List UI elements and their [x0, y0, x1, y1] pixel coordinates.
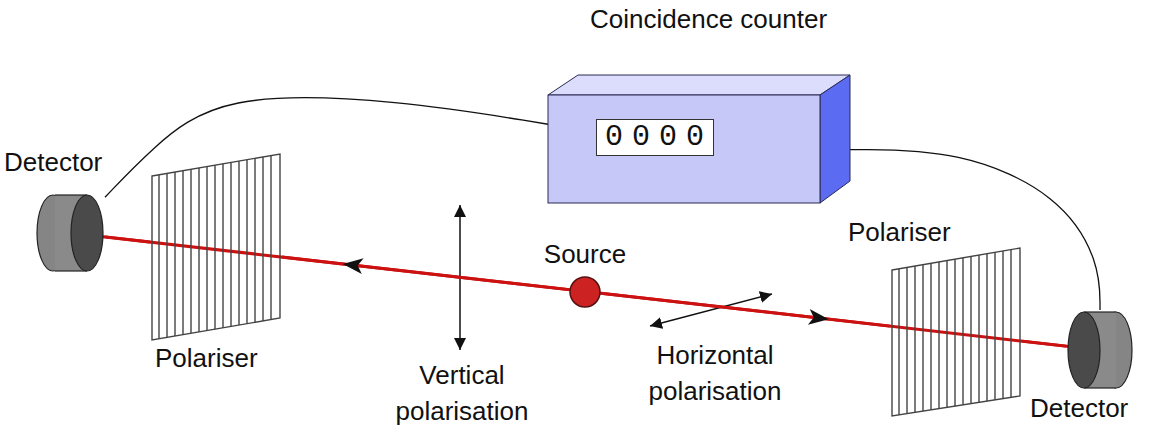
polariser-slit — [214, 165, 215, 329]
source-dot — [570, 277, 600, 307]
polariser-slit — [198, 168, 199, 332]
polariser-slit — [222, 164, 223, 328]
polariser-slit — [238, 161, 239, 325]
detector-label: Detector — [1030, 394, 1128, 424]
polariser-slit — [230, 162, 231, 326]
detector-edge — [55, 194, 87, 195]
polariser: Polariser — [150, 152, 282, 342]
polariser-frame — [152, 154, 280, 340]
polariser: Polariser — [890, 246, 1022, 418]
light-beam — [282, 257, 569, 290]
light-beam — [105, 237, 150, 242]
polariser-slit — [174, 172, 175, 336]
counter-side-face — [820, 75, 850, 203]
polariser-slit — [166, 173, 167, 337]
counter-display: 0000 — [596, 119, 714, 156]
source-shape — [569, 276, 601, 308]
detector-shape — [1066, 310, 1134, 390]
polarisation-label: Horizontal polarisation — [625, 338, 805, 410]
polariser-slit — [938, 262, 939, 409]
polariser-slit — [1002, 251, 1003, 399]
detector-edge — [1084, 311, 1116, 312]
polariser-slit — [246, 160, 247, 324]
polariser-slit — [906, 267, 907, 413]
coincidence-counter: Coincidence counter0000 — [548, 95, 850, 203]
polariser-slit — [158, 175, 159, 339]
polariser-slit — [190, 169, 191, 333]
counter-title: Coincidence counter — [590, 5, 827, 35]
polariser-slit — [1010, 250, 1011, 398]
light-beam — [70, 233, 1100, 350]
signal-cable — [105, 98, 548, 198]
polariser-slit — [898, 269, 899, 415]
detector-face — [71, 195, 103, 271]
polariser-shape — [150, 152, 282, 342]
arrowhead — [808, 309, 829, 325]
polariser-slit — [946, 261, 947, 408]
detector-edge — [1084, 387, 1116, 388]
polariser-slit — [914, 266, 915, 412]
polariser-slit — [970, 256, 971, 403]
detector-face — [1068, 312, 1100, 388]
polariser-slit — [986, 254, 987, 401]
polariser-slit — [962, 258, 963, 405]
polariser-shape — [890, 246, 1022, 418]
detector-edge — [55, 270, 87, 271]
polariser-slit — [182, 171, 183, 335]
polariser-slit — [922, 265, 923, 411]
polarisation-label: Vertical polarisation — [372, 358, 552, 430]
polariser-label: Polariser — [848, 218, 951, 248]
detector: Detector — [1066, 310, 1134, 390]
polariser-label: Polariser — [155, 344, 258, 374]
light-beam — [1022, 341, 1066, 346]
polariser-slit — [954, 259, 955, 406]
detector-label: Detector — [4, 148, 102, 178]
polariser-slit — [930, 263, 931, 410]
polariser-slit — [270, 156, 271, 320]
counter-front-face — [548, 95, 820, 203]
polariser-slit — [206, 167, 207, 331]
polariser-slit — [254, 158, 255, 322]
detector: Detector — [37, 193, 105, 273]
polariser-slit — [994, 252, 995, 400]
source-label: Source — [544, 240, 626, 270]
polariser-slit — [262, 157, 263, 321]
polariser-slit — [978, 255, 979, 402]
arrowhead — [343, 258, 364, 274]
detector-shape — [37, 193, 105, 273]
counter-top-face — [548, 75, 850, 95]
polariser-frame — [892, 248, 1020, 416]
light-beam — [601, 293, 890, 326]
source: Source — [569, 276, 601, 308]
